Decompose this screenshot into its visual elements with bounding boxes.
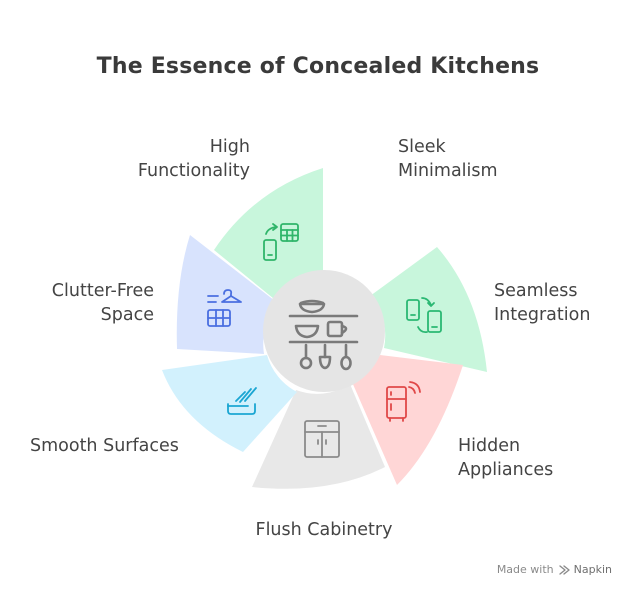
label-clutter-free-space: Clutter-Free Space xyxy=(51,281,154,325)
label-smooth-surfaces: Smooth Surfaces xyxy=(30,436,179,456)
label-seamless-integration: Seamless Integration xyxy=(494,281,591,325)
cabinet-icon xyxy=(304,420,340,458)
made-with-text: Made with xyxy=(496,563,554,576)
made-with-footer[interactable]: Made with Napkin xyxy=(497,563,612,576)
wedge-high-functionality xyxy=(214,168,323,303)
wedge-flush-cabinetry xyxy=(252,384,385,489)
napkin-logo-icon xyxy=(558,564,570,575)
wedge-smooth-surfaces xyxy=(162,355,297,452)
label-sleek-minimalism: Sleek Minimalism xyxy=(398,137,498,181)
smart-fridge-icon xyxy=(386,381,421,422)
page-title: The Essence of Concealed Kitchens xyxy=(96,54,540,79)
surface-shine-icon xyxy=(227,387,257,415)
organized-storage-icon xyxy=(207,289,242,327)
center-hub xyxy=(263,270,385,392)
wedge-seamless-integration xyxy=(370,247,487,372)
wedge-clutter-free-space xyxy=(176,235,279,354)
phone-calculator-icon xyxy=(263,223,299,261)
label-high-functionality: High Functionality xyxy=(137,137,250,181)
wedge-hidden-appliances xyxy=(352,355,463,485)
devices-sync-icon xyxy=(406,297,442,334)
napkin-brand: Napkin xyxy=(573,563,612,576)
label-flush-cabinetry: Flush Cabinetry xyxy=(255,520,393,540)
kitchen-shelf-icon xyxy=(288,299,359,371)
label-hidden-appliances: Hidden Appliances xyxy=(458,436,554,480)
